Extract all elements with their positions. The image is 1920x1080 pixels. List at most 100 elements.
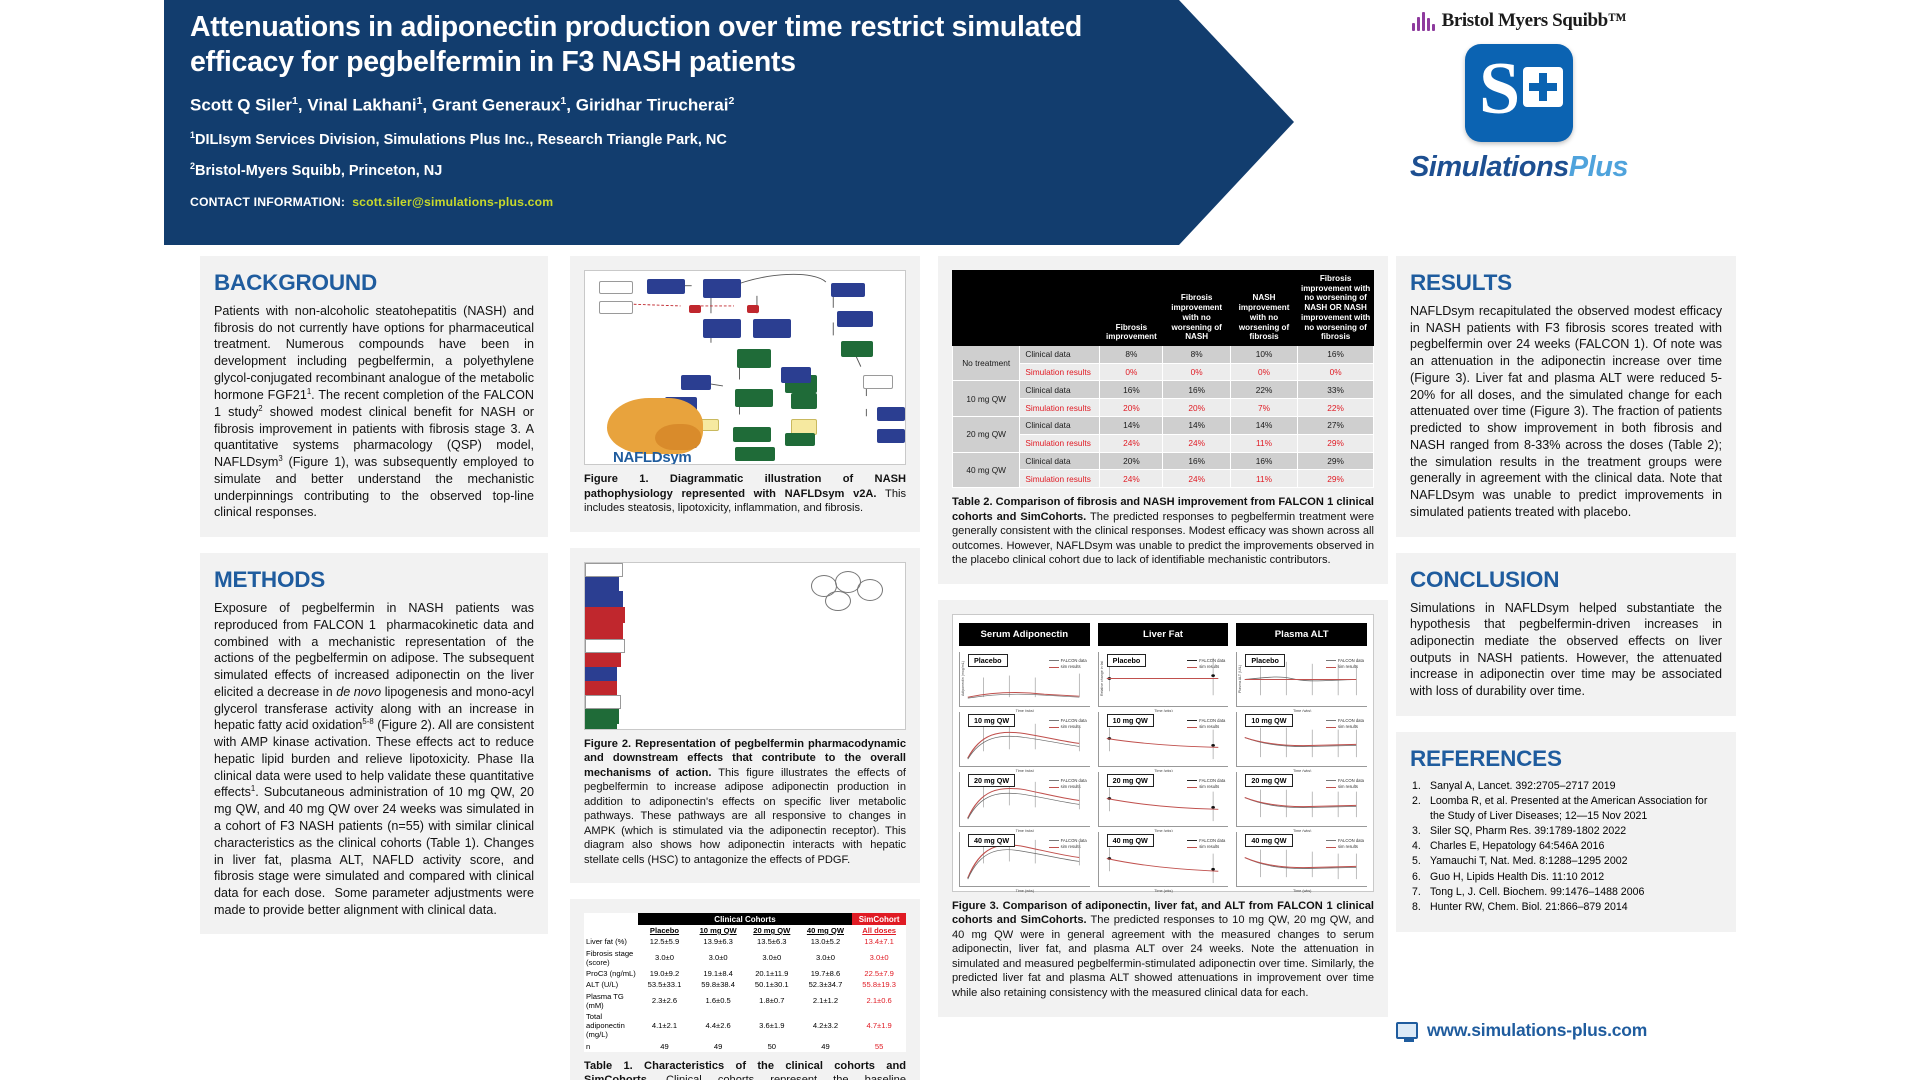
conclusion-heading: CONCLUSION [1410, 566, 1560, 592]
figure-1-caption-bold: Figure 1. Diagrammatic illustration of N… [584, 473, 906, 500]
plot-x-label: Time (wks) [1292, 708, 1312, 713]
table-1-row-name: Fibrosis stage (score) [586, 948, 634, 967]
table-2-group-label: 20 mg QW [951, 416, 1021, 453]
table-1-row-name: Total adiponectin (mg/L) [586, 1012, 625, 1040]
table-2-caption: Table 2. Comparison of fibrosis and NASH… [952, 495, 1374, 568]
bms-logo-text: Bristol Myers Squibb™ [1441, 10, 1627, 31]
plot-x-label: Time (wks) [1154, 708, 1173, 713]
plus-icon [1523, 67, 1563, 107]
table-1: Clinical Cohorts SimCohort Placebo 10 mg… [584, 913, 906, 1052]
figure-1-caption-rest: This includes steatosis, lipotoxicity, i… [584, 487, 907, 515]
plot-y-label: Adiponectin (mcg/mL) [961, 661, 965, 697]
table-1-row-name: Liver fat (%) [586, 937, 627, 947]
header-blue-banner [164, 0, 1294, 245]
table-2-header-either: Fibrosis improvement with no worsening o… [1297, 270, 1374, 346]
plot-dose-tag: 40 mg QW [1245, 833, 1293, 847]
figure-3-panel-title-liverfat: Liver Fat [1097, 622, 1229, 646]
badge-letter: S [1479, 48, 1521, 130]
monitor-icon [1396, 1022, 1418, 1042]
table-2-caption-rest: The predicted responses to pegbelfermin … [952, 510, 1374, 567]
plot-x-label: Time (wks) [1292, 828, 1312, 833]
section-results: RESULTS NAFLDsym recapitulated the obser… [1396, 256, 1736, 537]
plot-x-label: Time (wks) [1015, 708, 1035, 713]
footer-website[interactable]: www.simulations-plus.com [1396, 1020, 1796, 1042]
table-row: 10 mg QW Clinical data 16% 16% 22% 33% [951, 380, 1374, 418]
plot-y-label: Relative change in fat [1099, 661, 1104, 697]
simulations-plus-badge-icon: S [1465, 44, 1573, 142]
wordmark-simulations: Simulations [1409, 151, 1569, 183]
column-middle-right: Fibrosis improvement Fibrosis improvemen… [938, 256, 1388, 1033]
figure-3-panel-titles: Serum Adiponectin Liver Fat Plasma ALT [959, 622, 1368, 646]
figure-3-panel-title-alt: Plasma ALT [1236, 622, 1368, 646]
column-right: RESULTS NAFLDsym recapitulated the obser… [1396, 256, 1736, 948]
figure-2-caption: Figure 2. Representation of pegbelfermin… [584, 737, 906, 868]
table-1-col-placebo: Placebo [649, 925, 680, 935]
background-body: Patients with non-alcoholic steatohepati… [214, 304, 534, 520]
section-background: BACKGROUND Patients with non-alcoholic s… [200, 256, 548, 538]
table-2: Fibrosis improvement Fibrosis improvemen… [951, 270, 1374, 489]
table-1-caption: Table 1. Characteristics of the clinical… [584, 1059, 906, 1080]
table-2-header-fib: Fibrosis improvement [1099, 270, 1164, 346]
plot-dose-tag: Placebo [968, 653, 1008, 667]
plot-x-label: Time (wks) [1154, 768, 1173, 773]
section-references: REFERENCES Sanyal A, Lancet. 392:2705–27… [1396, 731, 1736, 932]
list-item: Guo H, Lipids Health Dis. 11:10 2012 [1412, 870, 1605, 885]
table-1-col-alldoses: All doses [862, 925, 897, 935]
section-methods: METHODS Exposure of pegbelfermin in NASH… [200, 553, 548, 935]
table-1-row-name: ProC3 (ng/mL) [586, 969, 636, 979]
simulations-plus-wordmark: SimulationsPlus [1319, 151, 1719, 184]
liver-illustration-icon [607, 398, 703, 454]
list-item: Yamauchi T, Nat. Med. 8:1288–1295 2002 [1412, 854, 1628, 869]
figure-2-card: Figure 2. Representation of pegbelfermin… [570, 547, 920, 884]
section-conclusion: CONCLUSION Simulations in NAFLDsym helpe… [1396, 552, 1736, 716]
table-1-col-10mg: 10 mg QW [699, 925, 737, 935]
plot-y-label: Plasma ALT (U/L) [1238, 664, 1243, 693]
page-title: Attenuations in adiponectin production o… [190, 11, 1083, 79]
bms-logo: Bristol Myers Squibb™ [1319, 6, 1719, 36]
contact-information: CONTACT INFORMATION:scott.siler@simulati… [190, 195, 1140, 209]
methods-body: Exposure of pegbelfermin in NASH patient… [214, 601, 534, 917]
table-row: 40 mg QW Clinical data 20% 16% 16% 29% [951, 451, 1374, 489]
table-row: Simulation results 24% 24% 11% 29% [953, 469, 1374, 489]
figure-3-caption: Figure 3. Comparison of adiponectin, liv… [952, 899, 1374, 1001]
figure-2-caption-rest: This figure illustrates the effects of p… [584, 766, 906, 866]
table-1-col-20mg: 20 mg QW [753, 925, 791, 935]
figure-3-panel-title-adiponectin: Serum Adiponectin [959, 622, 1090, 646]
table-1-header-row: Placebo 10 mg QW 20 mg QW 40 mg QW All d… [584, 925, 906, 936]
table-1-col-40mg: 40 mg QW [806, 925, 845, 935]
figure-2-caption-bold: Figure 2. Representation of pegbelfermin… [584, 737, 906, 779]
plot-dose-tag: 10 mg QW [968, 713, 1016, 727]
plot-x-label: Time (wks) [1292, 768, 1312, 773]
plot-x-label: Time (wks) [1154, 828, 1173, 833]
results-body: NAFLDsym recapitulated the observed mode… [1410, 304, 1722, 519]
contact-email-link[interactable]: scott.siler@simulations-plus.com [352, 195, 554, 210]
table-2-header-blank-1 [951, 270, 1021, 346]
list-item: Charles E, Hepatology 64:546A 2016 [1412, 839, 1605, 854]
list-item: Sanyal A, Lancet. 392:2705–2717 2019 [1412, 779, 1616, 794]
table-1-caption-rest: Clinical cohorts represent the baseline … [584, 1074, 906, 1080]
list-item: Tong L, J. Cell. Biochem. 99:1476–1488 2… [1412, 885, 1645, 900]
plot-x-label: Time (wks) [1292, 888, 1312, 893]
website-url[interactable]: www.simulations-plus.com [1427, 1020, 1648, 1040]
affiliation-1: 1DILIsym Services Division, Simulations … [190, 129, 727, 148]
plot-x-label: Time (wks) [1015, 888, 1035, 893]
table-2-header-fib-no-nash: Fibrosis improvement with no worsening o… [1162, 270, 1231, 346]
list-item: Loomba R, et al. Presented at the Americ… [1412, 794, 1708, 822]
background-heading: BACKGROUND [214, 270, 377, 295]
plot-dose-tag: Placebo [1245, 653, 1285, 667]
